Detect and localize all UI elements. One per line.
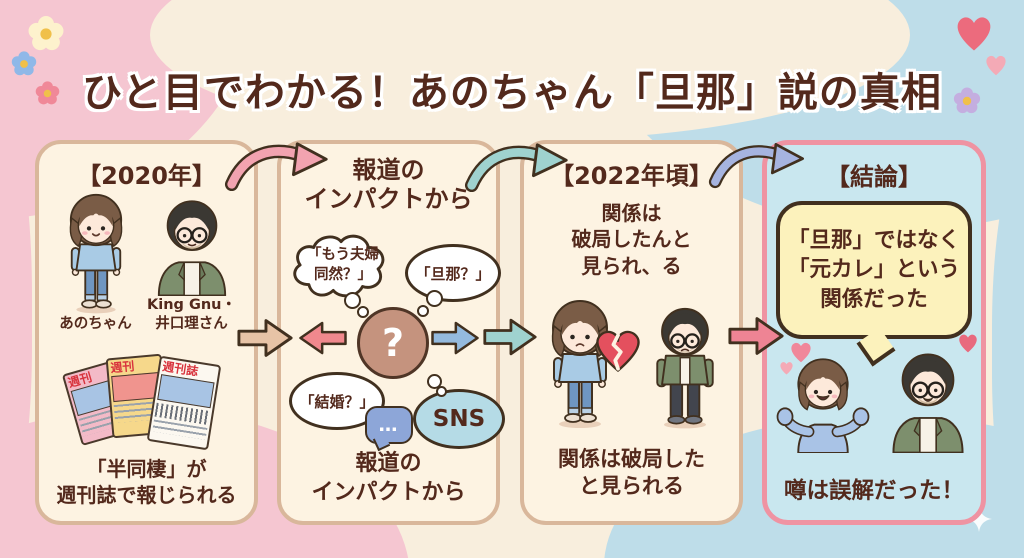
thought-line: 同然？」 bbox=[314, 266, 372, 283]
sub-line: 見られ、る bbox=[581, 253, 682, 278]
curved-arrow-2022-to-conclusion bbox=[708, 138, 808, 190]
thought-bubble-cloud bbox=[283, 228, 403, 306]
panel-2022-header: 【2022年頃】 bbox=[550, 162, 713, 190]
header-line: インパクトから bbox=[304, 184, 473, 213]
flower-icon bbox=[26, 14, 66, 54]
happy-characters bbox=[767, 349, 981, 453]
panel-2020-characters: あのちゃん bbox=[39, 192, 254, 335]
panel-conclusion-caption: 噂は誤解だった！ bbox=[783, 478, 964, 504]
conclusion-speech-bubble: 「旦那」ではなく 「元カレ」という 関係だった bbox=[776, 201, 972, 339]
panel-conclusion-header: 【結論】 bbox=[826, 163, 922, 191]
happy-man-illustration bbox=[878, 349, 978, 453]
panel-2022-subtext: 関係は 破局したんと 見られ、る bbox=[524, 200, 739, 279]
flower-icon bbox=[10, 50, 38, 78]
conclusion-line: 「旦那」ではなく bbox=[787, 228, 960, 254]
heart-icon bbox=[957, 333, 979, 353]
chat-dots-bubble: … bbox=[365, 406, 413, 444]
broken-heart-icon bbox=[592, 328, 644, 376]
panel-2022: 【2022年頃】 関係は 破局したんと 見られ、る bbox=[520, 140, 743, 525]
arrow-right-pink bbox=[727, 310, 785, 362]
bubble-trail-dot bbox=[436, 386, 447, 397]
panel-media-impact-header: 報道の インパクトから bbox=[281, 156, 496, 214]
heart-icon bbox=[984, 54, 1008, 76]
caption-line: と見られる bbox=[579, 474, 684, 499]
arrow-right-tan bbox=[236, 315, 294, 361]
panel-media-impact-caption: 報道の インパクトから bbox=[281, 450, 496, 507]
ano-chan-illustration bbox=[54, 192, 138, 315]
arrow-right-blue bbox=[430, 317, 480, 359]
iguchi-label-line2: 井口理さん bbox=[155, 316, 228, 333]
panel-2020: 【2020年】 bbox=[35, 140, 258, 525]
page-title: ひと目でわかる！あのちゃん「旦那」説の真相 bbox=[82, 69, 942, 116]
ano-chan-column: あのちゃん bbox=[54, 192, 138, 335]
header-line: 報道の bbox=[352, 156, 425, 184]
happy-girl-illustration bbox=[770, 354, 876, 453]
caption-line: 「半同棲」が bbox=[86, 457, 207, 481]
sub-line: 関係は bbox=[601, 201, 662, 225]
thought-line: 「もう夫婦 bbox=[306, 247, 380, 263]
question-mark: ? bbox=[381, 321, 405, 365]
conclusion-line: 「元カレ」という bbox=[787, 257, 960, 283]
panel-conclusion: 【結論】 「旦那」ではなく 「元カレ」という 関係だった bbox=[762, 140, 986, 525]
iguchi-label: King Gnu・ 井口理さん bbox=[147, 296, 236, 335]
iguchi-column: King Gnu・ 井口理さん bbox=[144, 196, 240, 335]
heart-icon bbox=[789, 341, 813, 363]
flower-icon bbox=[34, 80, 61, 107]
bubble-trail-dot bbox=[426, 290, 443, 307]
caption-line: インパクトから bbox=[311, 479, 466, 505]
breakup-characters bbox=[524, 290, 739, 430]
caption-line: 週刊誌で報じられる bbox=[56, 483, 237, 507]
flower-icon bbox=[952, 86, 982, 116]
thought-bubble-text: 「もう夫婦 同然？」 bbox=[289, 246, 397, 285]
curved-arrow-2020-to-impact bbox=[220, 138, 336, 192]
iguchi-illustration bbox=[144, 196, 240, 296]
sad-man-illustration bbox=[641, 306, 729, 430]
arrow-right-teal bbox=[482, 312, 538, 362]
panel-2022-caption: 関係は破局した と見られる bbox=[524, 446, 739, 501]
conclusion-line: 関係だった bbox=[820, 286, 928, 312]
magazine-white: 週刊誌 bbox=[146, 355, 221, 451]
sad-girl-illustration bbox=[535, 298, 625, 430]
heart-icon bbox=[779, 361, 794, 375]
sparkle-icon bbox=[966, 506, 992, 532]
caption-line: 関係は破局した bbox=[558, 447, 705, 471]
bubble-trail-dot bbox=[417, 305, 429, 317]
sns-bubble: SNS bbox=[413, 389, 505, 449]
curved-arrow-impact-to-2022 bbox=[464, 136, 572, 196]
arrow-left-red bbox=[298, 317, 348, 359]
panel-2020-header: 【2020年】 bbox=[77, 162, 216, 190]
bubble-trail-dot bbox=[344, 292, 361, 309]
iguchi-label-line1: King Gnu・ bbox=[146, 296, 236, 313]
ano-chan-label: あのちゃん bbox=[59, 316, 132, 333]
heart-icon bbox=[954, 14, 994, 52]
sub-line: 破局したんと bbox=[571, 227, 692, 252]
bubble-trail-dot bbox=[427, 374, 442, 389]
question-circle: ? bbox=[357, 307, 429, 379]
caption-line: 報道の bbox=[355, 451, 422, 476]
panel-2020-caption: 「半同棲」が 週刊誌で報じられる bbox=[39, 456, 254, 508]
bubble-trail-dot bbox=[357, 306, 369, 318]
weekly-magazines-illustration: 週刊 週刊 週刊誌 bbox=[61, 353, 227, 456]
danna-speech-bubble: 「旦那？」 bbox=[405, 244, 501, 302]
